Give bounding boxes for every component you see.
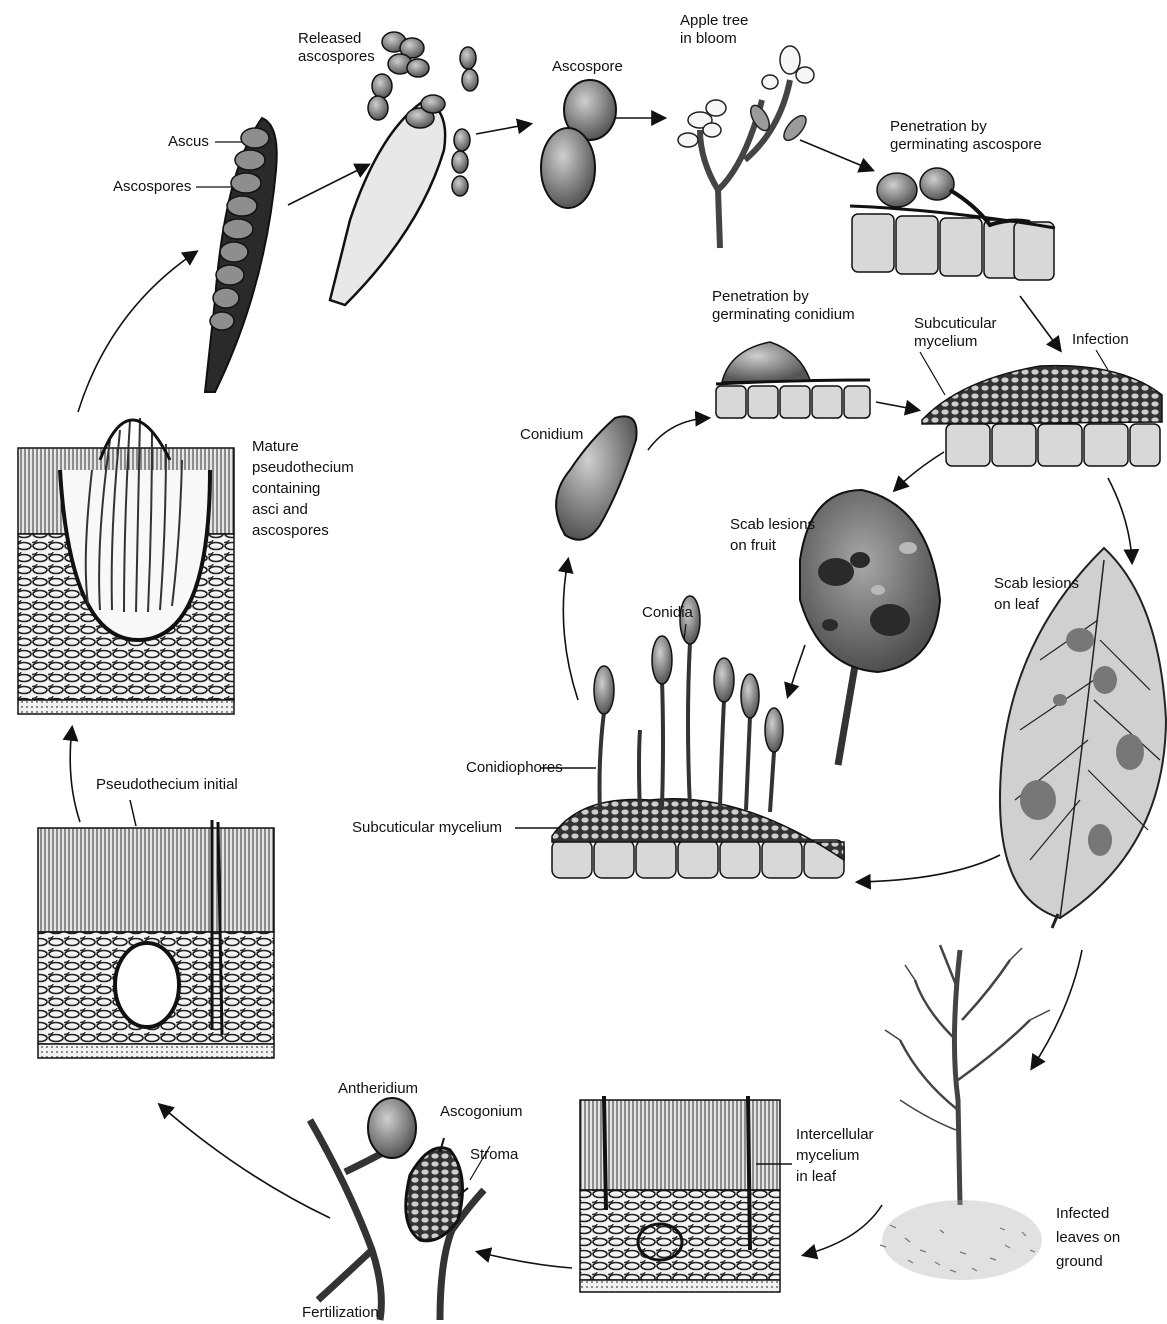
released-ascospores-illustration bbox=[330, 32, 478, 305]
fertilization-illustration bbox=[310, 1098, 484, 1320]
label-conidiophores: Conidiophores bbox=[466, 759, 563, 777]
bare-tree-illustration bbox=[880, 945, 1050, 1280]
arrow-mature-to-ascus bbox=[78, 252, 196, 412]
intercellular-mycelium-illustration bbox=[580, 1096, 792, 1292]
ascospore-illustration bbox=[541, 80, 616, 208]
arrow-released-to-ascospore bbox=[476, 124, 530, 134]
label-stroma: Stroma bbox=[470, 1146, 518, 1164]
ascus-illustration bbox=[196, 118, 277, 392]
label-fertilization: Fertilization bbox=[302, 1304, 379, 1322]
label-subcuticular-mycelium-bottom: Subcuticular mycelium bbox=[352, 819, 502, 837]
arrow-leaf-to-ground bbox=[1032, 950, 1082, 1068]
label-pseudothecium-initial: Pseudothecium initial bbox=[96, 776, 238, 794]
label-penetration-by-germinating-ascospore: Penetration by germinating ascospore bbox=[890, 118, 1060, 154]
label-intercellular-mycelium: Intercellular mycelium in leaf bbox=[796, 1124, 896, 1187]
label-ascospores: Ascospores bbox=[113, 178, 191, 196]
label-mature-pseudothecium: Mature pseudothecium containing asci and… bbox=[252, 436, 372, 541]
arrow-initial-to-mature bbox=[70, 728, 80, 822]
arrow-conidium-to-penetration bbox=[648, 418, 708, 450]
arrow-infection-to-leaf bbox=[1108, 478, 1132, 562]
arrow-conidium-penetration-to-infection bbox=[876, 402, 918, 410]
arrow-penetration-to-infection bbox=[1020, 296, 1060, 350]
mature-pseudothecium-illustration bbox=[18, 418, 234, 714]
label-scab-lesions-on-fruit: Scab lesions on fruit bbox=[730, 514, 830, 556]
label-apple-tree-in-bloom: Apple tree in bloom bbox=[680, 12, 770, 48]
label-ascus: Ascus bbox=[168, 133, 209, 151]
pseudothecium-initial-illustration bbox=[38, 800, 274, 1058]
conidium-penetration-illustration bbox=[716, 342, 870, 418]
ascospore-penetration-illustration bbox=[850, 168, 1055, 280]
arrow-ascus-to-released bbox=[288, 165, 368, 205]
label-infection: Infection bbox=[1072, 331, 1129, 349]
apple-blossom-illustration bbox=[678, 46, 814, 248]
arrow-infection-to-fruit bbox=[895, 452, 944, 490]
label-conidium: Conidium bbox=[520, 426, 583, 444]
arrow-tree-to-penetration bbox=[800, 140, 872, 170]
label-released-ascospores: Released ascospores bbox=[298, 30, 398, 66]
label-infected-leaves-on-ground: Infected leaves on ground bbox=[1056, 1202, 1156, 1274]
label-ascospore: Ascospore bbox=[552, 58, 623, 76]
infection-illustration bbox=[922, 366, 1162, 466]
arrow-fertilization-to-initial bbox=[160, 1105, 330, 1218]
label-conidia: Conidia bbox=[642, 604, 693, 622]
label-subcuticular-mycelium-top: Subcuticular mycelium bbox=[914, 315, 1014, 351]
arrow-conidiophores-to-conidium bbox=[563, 560, 578, 700]
label-antheridium: Antheridium bbox=[338, 1080, 418, 1098]
arrow-fruit-to-conidiophores bbox=[788, 645, 805, 696]
arrow-ground-to-intercellular bbox=[804, 1205, 882, 1255]
arrow-intercellular-to-fertilization bbox=[478, 1252, 572, 1268]
label-penetration-by-germinating-conidium: Penetration by germinating conidium bbox=[712, 288, 872, 324]
label-scab-lesions-on-leaf: Scab lesions on leaf bbox=[994, 573, 1094, 615]
arrow-leaf-to-conidiophores bbox=[858, 855, 1000, 882]
label-ascogonium: Ascogonium bbox=[440, 1103, 523, 1121]
